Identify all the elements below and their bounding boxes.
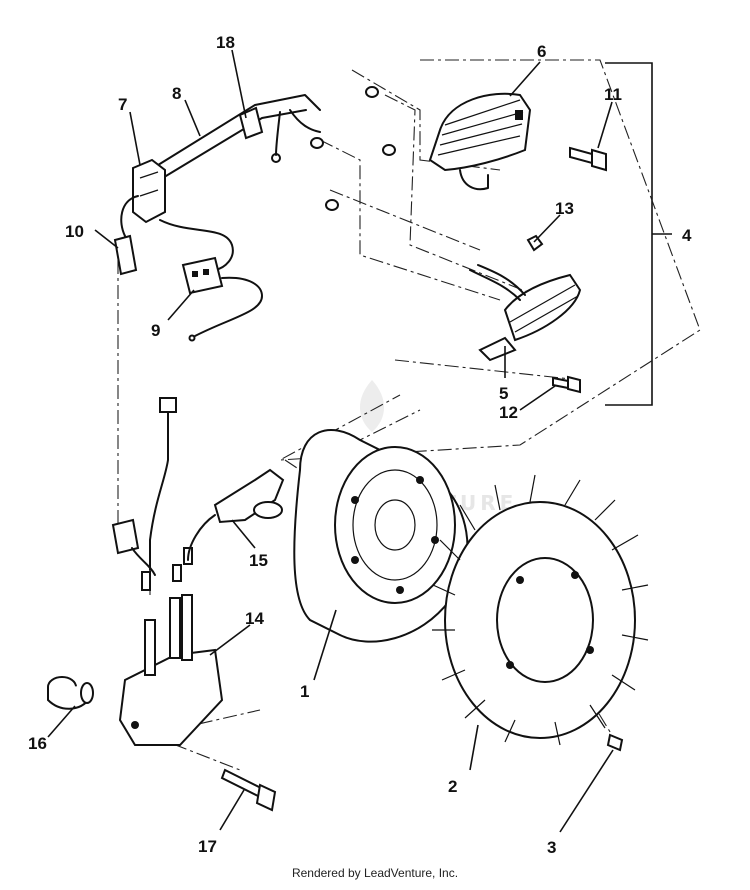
callout-6: 6: [537, 42, 546, 61]
callout-10: 10: [65, 222, 84, 241]
leader-lines: [47, 49, 614, 833]
callout-12: 12: [499, 403, 518, 422]
washers: [310, 86, 396, 211]
callout-8: 8: [172, 84, 181, 103]
callout-4: 4: [682, 226, 692, 245]
callout-7: 7: [118, 95, 127, 114]
callout-1: 1: [300, 682, 309, 701]
callout-11: 11: [604, 85, 622, 104]
ignition-wires: [111, 397, 177, 576]
screws-upper: [526, 146, 607, 394]
callout-3: 3: [547, 838, 556, 857]
callout-13: 13: [555, 199, 574, 218]
spacer: [47, 676, 94, 710]
callout-5: 5: [499, 384, 508, 403]
fan: [432, 474, 649, 746]
wiring-harness: [113, 94, 321, 342]
callout-18: 18: [216, 33, 235, 52]
flywheel: [293, 429, 469, 643]
module-screw: [220, 768, 277, 812]
callout-9: 9: [151, 321, 160, 340]
callout-16: 16: [28, 734, 47, 753]
fan-screw: [606, 733, 624, 752]
footer-credit: Rendered by LeadVenture, Inc.: [291, 866, 459, 880]
callout-14: 14: [245, 609, 264, 628]
lighting-coil: [428, 92, 532, 191]
callouts: 1 2 3 4 5 6 7 8 9 10 11 12 13 14 15 16 1…: [28, 33, 692, 857]
spark-plug-cap: [187, 468, 285, 561]
assembly-bracket: [605, 62, 672, 406]
ignition-module: [118, 547, 224, 746]
charging-coil: [469, 264, 582, 362]
callout-2: 2: [448, 777, 457, 796]
callout-15: 15: [249, 551, 268, 570]
callout-17: 17: [198, 837, 217, 856]
